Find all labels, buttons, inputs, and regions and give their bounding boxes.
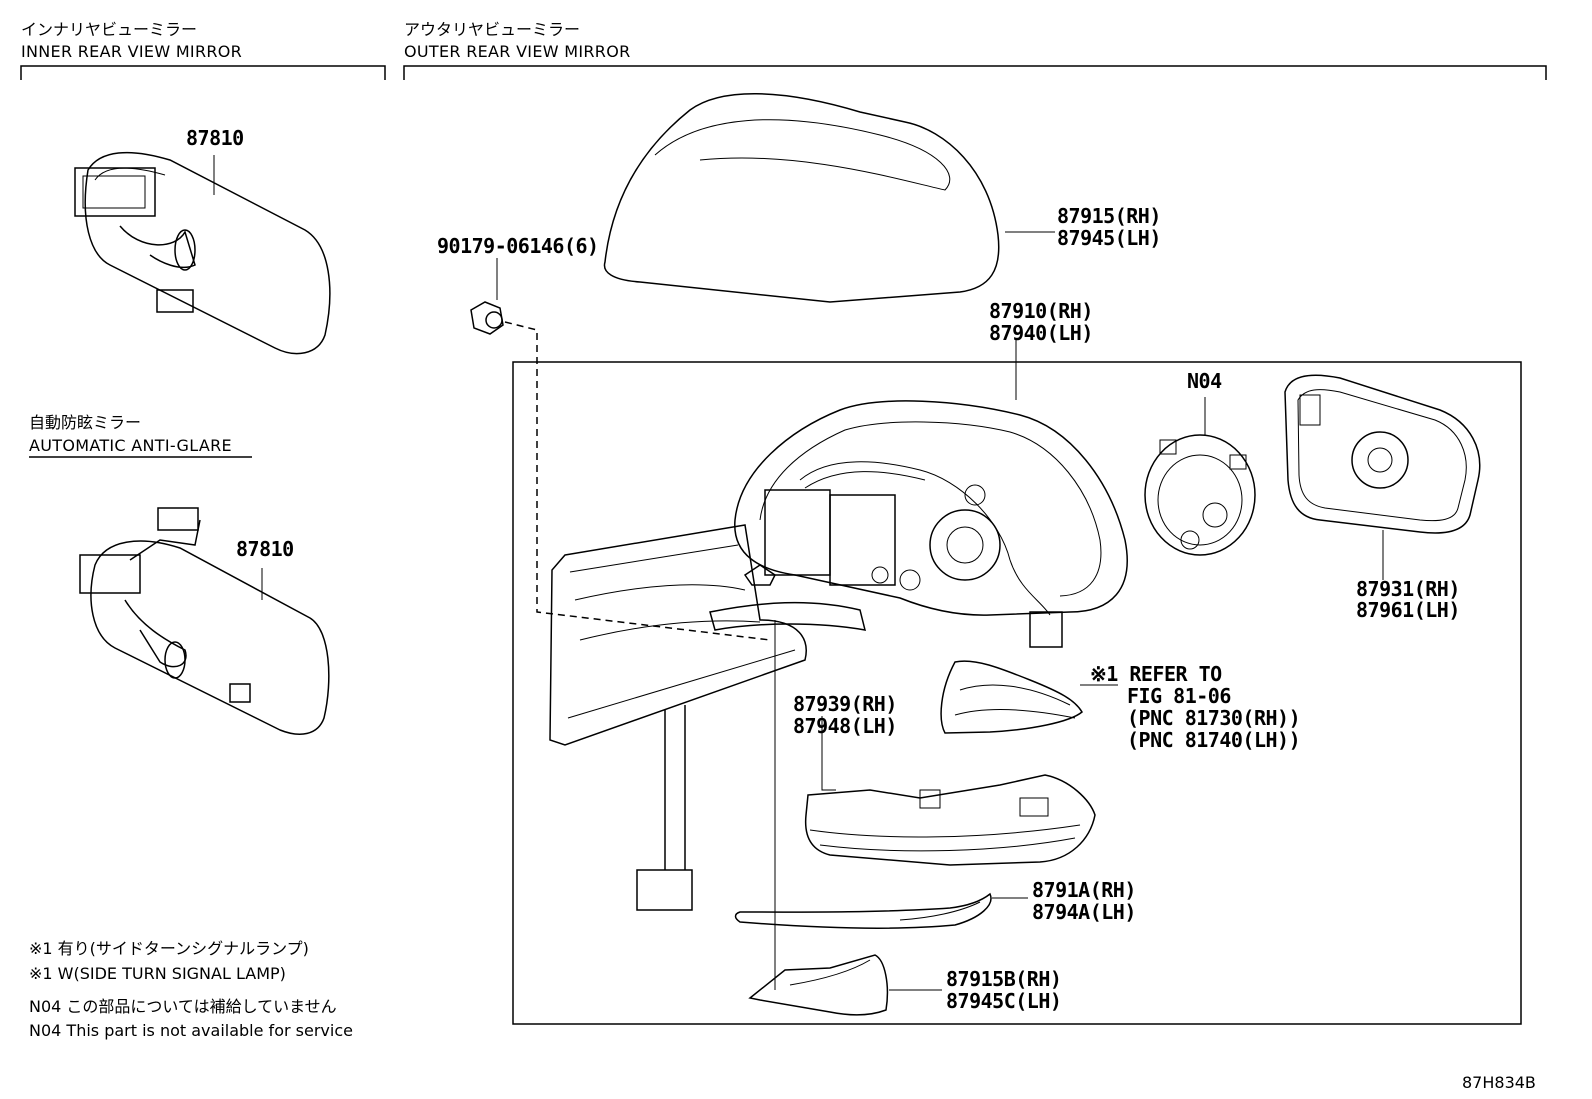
outer-section-title-en: OUTER REAR VIEW MIRROR [404, 42, 631, 61]
inner-mirror-auto-drawing [79, 507, 330, 735]
lamp-reference-line4: (PNC 81740(LH)) [1127, 728, 1301, 752]
bolt-drawing [470, 258, 771, 641]
note-1-en: ※1 W(SIDE TURN SIGNAL LAMP) [29, 964, 286, 983]
n04-motor-drawing [1144, 397, 1256, 556]
part-label-glass-lh[interactable]: 87948(LH) [793, 714, 897, 738]
lamp-reference-line1[interactable]: ※1 REFER TO [1090, 662, 1222, 686]
part-label-glass-rh[interactable]: 87939(RH) [793, 692, 897, 716]
part-label-housing-rh[interactable]: 87931(RH) [1356, 577, 1460, 601]
mirror-body-drawing [734, 340, 1128, 648]
inner-section-title-jp: インナリヤビューミラー [21, 20, 198, 39]
glass-base-drawing [804, 716, 1096, 866]
mirror-glass-drawing [549, 524, 867, 990]
part-label-cover-rh[interactable]: 87915(RH) [1057, 204, 1161, 228]
part-label-assy-rh[interactable]: 87910(RH) [989, 299, 1093, 323]
part-label-n04[interactable]: N04 [1187, 369, 1222, 393]
lamp-reference-line3: (PNC 81730(RH)) [1127, 706, 1301, 730]
inner-section-bracket [20, 65, 386, 80]
note-2-jp: N04 この部品については補給していません [29, 997, 337, 1016]
note-1-jp: ※1 有り(サイドターンシグナルランプ) [29, 939, 309, 958]
mirror-cover-drawing [603, 93, 1055, 303]
assembly-frame [512, 361, 1522, 1025]
part-label-lower-rh[interactable]: 87915B(RH) [946, 967, 1062, 991]
outer-section-title-jp: アウタリヤビューミラー [404, 20, 581, 39]
part-label-lower-lh[interactable]: 87945C(LH) [946, 989, 1062, 1013]
lamp-reference-line2[interactable]: FIG 81-06 [1127, 684, 1231, 708]
housing-drawing [1284, 374, 1481, 580]
part-label-assy-lh[interactable]: 87940(LH) [989, 321, 1093, 345]
part-label-strip-rh[interactable]: 8791A(RH) [1032, 878, 1136, 902]
auto-section-title-en: AUTOMATIC ANTI-GLARE [29, 436, 232, 455]
lower-cover-drawing [748, 954, 942, 1016]
auto-section-title-jp: 自動防眩ミラー [29, 413, 142, 432]
figure-code: 87H834B [1462, 1073, 1536, 1092]
part-label-cover-lh[interactable]: 87945(LH) [1057, 226, 1161, 250]
turn-signal-lamp-drawing [940, 660, 1118, 734]
part-label-inner-mirror[interactable]: 87810 [186, 126, 244, 150]
part-label-inner-mirror-auto[interactable]: 87810 [236, 537, 294, 561]
part-label-strip-lh[interactable]: 8794A(LH) [1032, 900, 1136, 924]
outer-section-bracket [403, 65, 1547, 80]
garnish-strip-drawing [734, 892, 1028, 929]
note-2-en: N04 This part is not available for servi… [29, 1021, 353, 1040]
inner-mirror-drawing [74, 151, 331, 355]
inner-section-title-en: INNER REAR VIEW MIRROR [21, 42, 243, 61]
part-label-bolt[interactable]: 90179-06146(6) [437, 234, 599, 258]
part-label-housing-lh[interactable]: 87961(LH) [1356, 598, 1460, 622]
